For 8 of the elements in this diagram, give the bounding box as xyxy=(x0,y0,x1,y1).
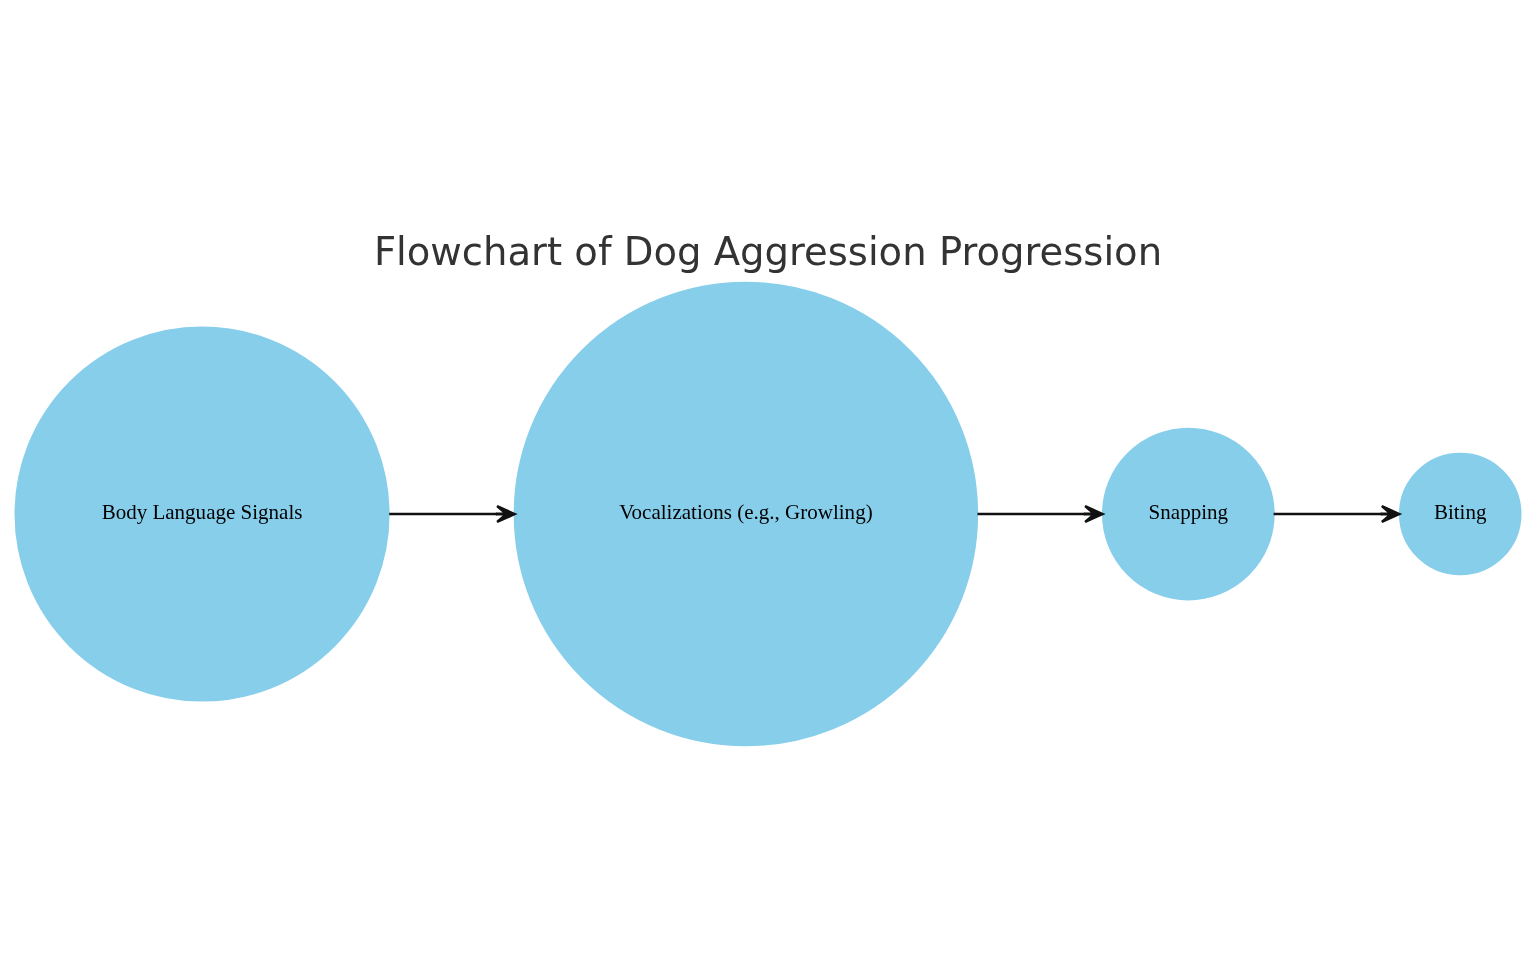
node-circle: Body Language Signals xyxy=(14,326,390,702)
node-circle: Snapping xyxy=(1101,427,1275,601)
arrow xyxy=(977,504,1104,524)
node-circle: Biting xyxy=(1398,452,1522,576)
node-circle: Vocalizations (e.g., Growling) xyxy=(513,281,979,747)
arrow xyxy=(1273,504,1401,524)
diagram-title: Flowchart of Dog Aggression Progression xyxy=(373,228,1163,274)
arrow xyxy=(389,504,516,524)
